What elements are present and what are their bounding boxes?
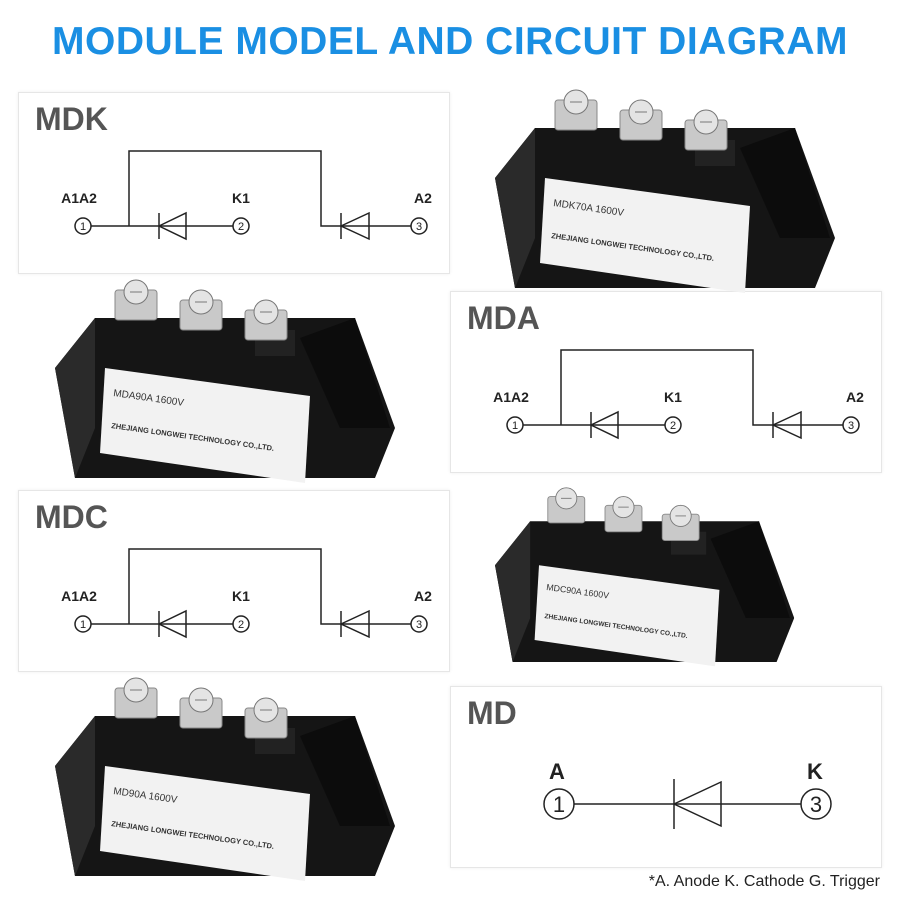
terminal-label: A2 <box>414 190 432 206</box>
diagram-md: MD 1 3 A K <box>450 686 882 868</box>
terminal-label: A2 <box>414 588 432 604</box>
pin-3: 3 <box>416 221 422 233</box>
pin-3: 3 <box>416 619 422 631</box>
circuit-svg: 1 3 A K <box>543 759 832 829</box>
circuit-svg: 1 2 3 A1A2 K1 A2 <box>61 548 432 639</box>
circuit-svg: 1 2 3 A1A2 K1 A2 <box>493 349 864 440</box>
pin-2: 2 <box>238 619 244 631</box>
diagram-title: MDC <box>35 499 108 535</box>
page-title: MODULE MODEL AND CIRCUIT DIAGRAM <box>52 20 848 63</box>
terminal-label: A1A2 <box>61 190 97 206</box>
terminal-label: A1A2 <box>61 588 97 604</box>
diagram-title: MDA <box>467 300 540 336</box>
pin-1: 1 <box>80 619 86 631</box>
pin-1: 1 <box>80 221 86 233</box>
pin-3: 3 <box>810 792 822 817</box>
diagram-mdk: 1 2 3 A1A2 K1 A2 MDK <box>18 92 450 274</box>
module-photo-mda: MDA90A 1600V ZHEJIANG LONGWEI TECHNOLOGY… <box>55 278 395 488</box>
diagram-title: MD <box>467 695 517 731</box>
terminal-label: K1 <box>664 389 682 405</box>
terminal-label: A2 <box>846 389 864 405</box>
label-cathode: K <box>807 759 823 784</box>
module-image: MD90A 1600V ZHEJIANG LONGWEI TECHNOLOGY … <box>55 677 395 881</box>
module-photo-mdk: MDK70A 1600V ZHEJIANG LONGWEI TECHNOLOGY… <box>495 88 835 298</box>
module-image: MDK70A 1600V ZHEJIANG LONGWEI TECHNOLOGY… <box>495 89 835 293</box>
footnote: *A. Anode K. Cathode G. Trigger <box>648 873 880 890</box>
pin-2: 2 <box>670 420 676 432</box>
module-image: MDC90A 1600V ZHEJIANG LONGWEI TECHNOLOGY… <box>495 487 795 667</box>
diagram-title: MDK <box>35 101 108 137</box>
diagram-mdc: 1 2 3 A1A2 K1 A2 MDC <box>18 490 450 672</box>
label-anode: A <box>549 759 565 784</box>
terminal-label: A1A2 <box>493 389 529 405</box>
pin-1: 1 <box>512 420 518 432</box>
pin-1: 1 <box>553 792 565 817</box>
module-photo-md: MD90A 1600V ZHEJIANG LONGWEI TECHNOLOGY … <box>55 676 395 886</box>
pin-3: 3 <box>848 420 854 432</box>
module-image: MDA90A 1600V ZHEJIANG LONGWEI TECHNOLOGY… <box>55 279 395 483</box>
circuit-svg: 1 2 3 A1A2 K1 A2 <box>61 150 432 241</box>
diagram-mda: 1 2 3 A1A2 K1 A2 MDA <box>450 291 882 473</box>
pin-2: 2 <box>238 221 244 233</box>
module-photo-mdc: MDC90A 1600V ZHEJIANG LONGWEI TECHNOLOGY… <box>495 486 795 671</box>
terminal-label: K1 <box>232 190 250 206</box>
terminal-label: K1 <box>232 588 250 604</box>
